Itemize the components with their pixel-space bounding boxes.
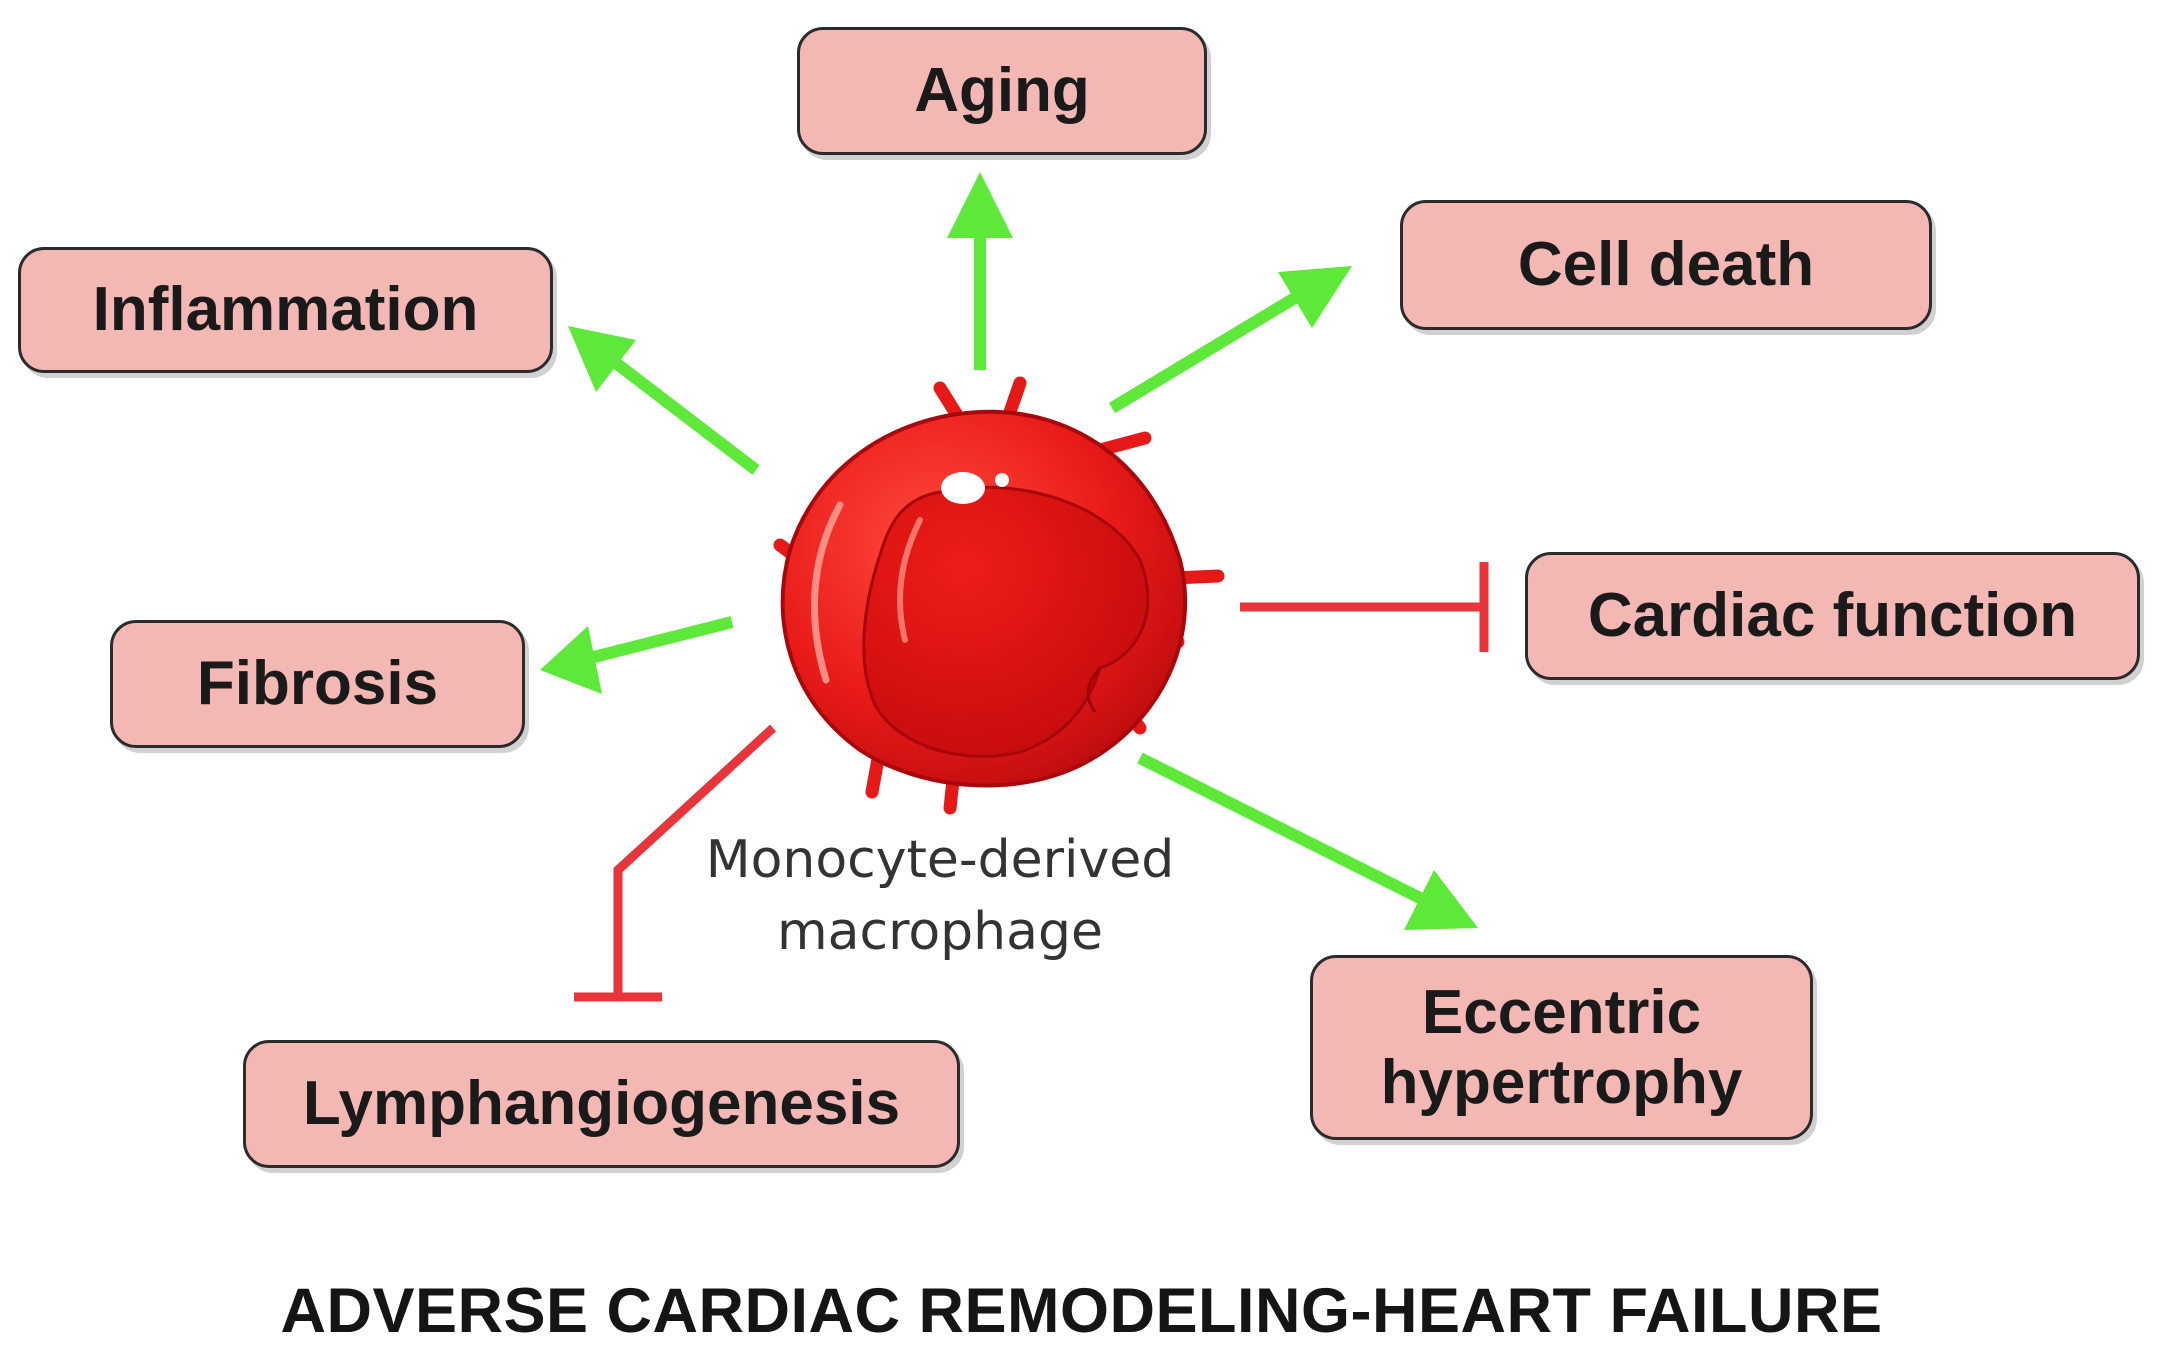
node-lymphangiogenesis-label: Lymphangiogenesis <box>302 1069 901 1139</box>
arrow-to-eccentric-hypertrophy <box>1137 752 1478 930</box>
arrow-to-aging <box>947 172 1013 370</box>
node-lymphangiogenesis: Lymphangiogenesis <box>243 1040 960 1168</box>
arrow-to-inflammation <box>568 326 760 475</box>
macrophage-label: Monocyte-derived macrophage <box>640 825 1240 969</box>
node-eccentric-label-line2: hypertrophy <box>1380 1047 1743 1117</box>
macrophage-cell-icon <box>773 376 1225 815</box>
macrophage-label-line1: Monocyte-derived <box>705 830 1175 890</box>
node-eccentric-hypertrophy: Eccentric hypertrophy <box>1310 955 1813 1140</box>
arrow-to-cell-death <box>1108 266 1352 414</box>
inhibit-cardiac-function <box>1240 562 1489 652</box>
node-fibrosis-label: Fibrosis <box>196 649 439 719</box>
node-inflammation: Inflammation <box>18 247 553 373</box>
inhibit-lymphangiogenesis <box>574 724 777 1002</box>
node-fibrosis: Fibrosis <box>110 620 525 748</box>
macrophage-label-line2: macrophage <box>777 901 1103 962</box>
node-aging-label: Aging <box>914 56 1090 126</box>
node-inflammation-label: Inflammation <box>92 275 479 345</box>
node-cardiac-function-label: Cardiac function <box>1587 581 2078 651</box>
node-cell-death: Cell death <box>1400 200 1932 330</box>
arrow-to-fibrosis <box>540 616 734 694</box>
node-cell-death-label: Cell death <box>1517 230 1815 300</box>
node-aging: Aging <box>797 27 1207 155</box>
node-eccentric-label-line1: Eccentric <box>1421 978 1702 1048</box>
diagram-title: ADVERSE CARDIAC REMODELING-HEART FAILURE <box>280 1276 1883 1346</box>
node-cardiac-function: Cardiac function <box>1525 552 2140 680</box>
